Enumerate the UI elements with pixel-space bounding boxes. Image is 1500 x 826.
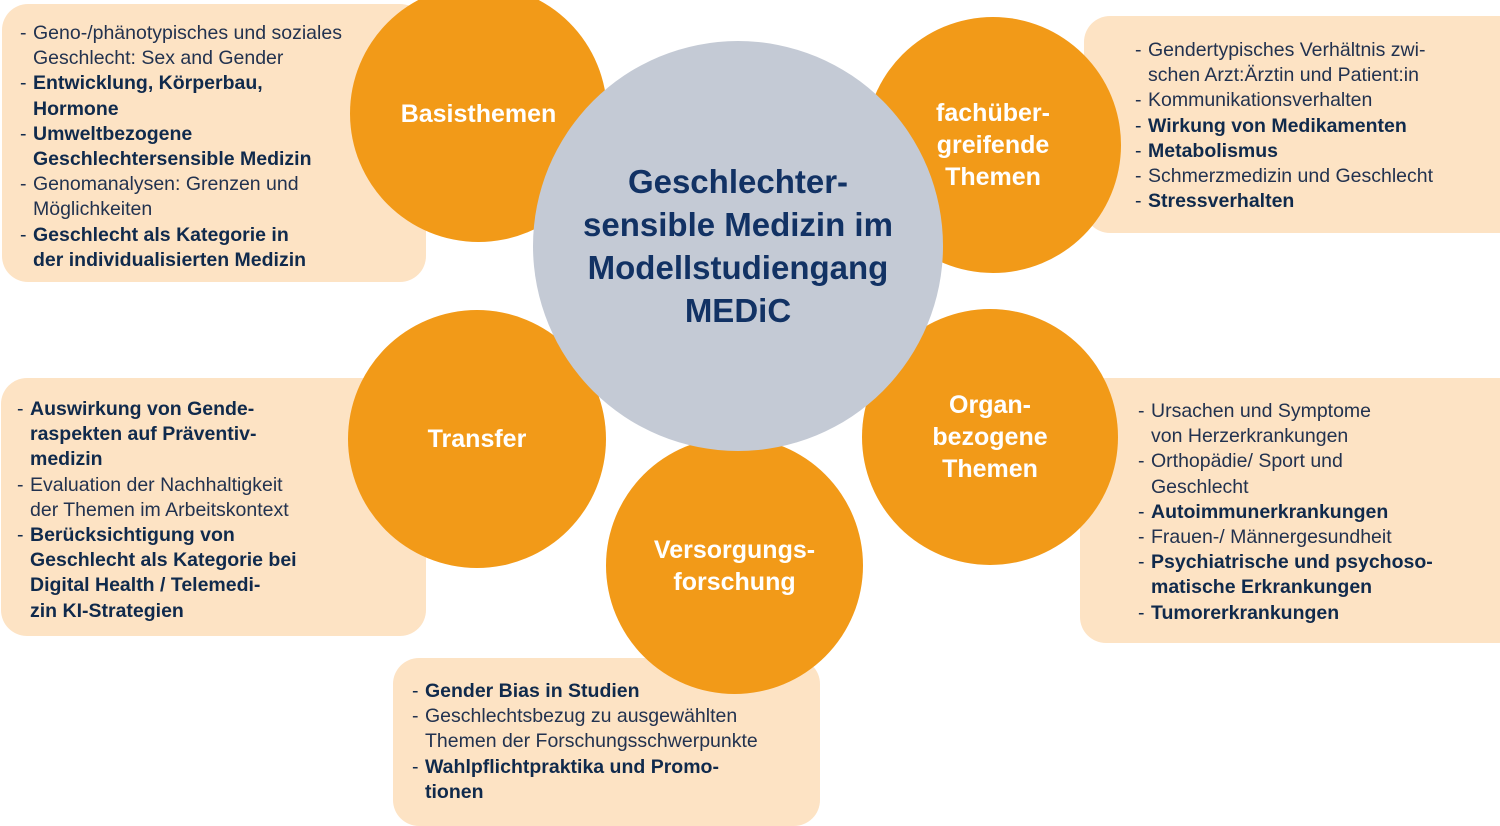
list-item-line: Berücksichtigung von <box>30 524 235 547</box>
list-item-line: Orthopädie/ Sport und <box>1151 450 1343 473</box>
list-item-line: Auswirkung von Gende- <box>30 398 255 420</box>
list-item: Tumorerkrankungen <box>1138 601 1433 626</box>
list-item: Psychiatrische und psychoso-matische Erk… <box>1138 550 1433 600</box>
node-organbezogen-label: Organ- bezogene Themen <box>932 391 1048 483</box>
list-item: Wirkung von Medikamenten <box>1135 114 1433 139</box>
list-item-line: Stressverhalten <box>1148 190 1295 213</box>
list-item-line: raspekten auf Präventiv- <box>30 423 257 446</box>
list-item: Kommunikationsverhalten <box>1135 88 1433 113</box>
list-item-line: der Themen im Arbeitskontext <box>30 498 289 521</box>
list-item-line: Gender Bias in Studien <box>425 680 640 702</box>
list-item-line: Geschlecht als Kategorie bei <box>30 549 297 572</box>
list-item-line: Autoimmunerkrankungen <box>1151 500 1389 523</box>
list-item: Gender Bias in Studien <box>412 679 758 704</box>
node-versorgung-label: Versorgungs- forschung <box>653 535 816 596</box>
list-item-line: Geschlecht: Sex and Gender <box>33 47 284 70</box>
list-item-line: Umweltbezogene <box>33 122 193 145</box>
list-item-line: Frauen-/ Männergesundheit <box>1151 526 1392 549</box>
list-item-line: Geschlechtersensible Medizin <box>33 148 312 171</box>
node-fachuebergreifend-label: fachüber- greifende Themen <box>936 99 1050 191</box>
list-item-line: matische Erkrankungen <box>1151 576 1373 599</box>
list-fachuebergreifend: Gendertypisches Verhältnis zwi-schen Arz… <box>1135 38 1433 215</box>
list-basisthemen: Geno-/phänotypisches und sozialesGeschle… <box>20 21 342 273</box>
node-basisthemen-label: Basisthemen <box>400 99 557 128</box>
list-item-line: Evaluation der Nachhaltigkeit <box>30 473 283 496</box>
list-item: Auswirkung von Gende-raspekten auf Präve… <box>17 397 297 473</box>
list-item-line: Geno-/phänotypisches und soziales <box>33 22 342 44</box>
list-item: Wahlpflichtpraktika und Promo-tionen <box>412 755 758 805</box>
list-item: Stressverhalten <box>1135 189 1433 214</box>
list-item-line: schen Arzt:Ärztin und Patient:in <box>1148 64 1419 87</box>
list-item: Frauen-/ Männergesundheit <box>1138 525 1433 550</box>
list-organbezogen: Ursachen und Symptome von Herzerkrankunge… <box>1138 399 1433 626</box>
list-item-line: medizin <box>30 448 103 471</box>
list-item: Ursachen und Symptome von Herzerkrankunge… <box>1138 399 1433 449</box>
list-item: Metabolismus <box>1135 139 1433 164</box>
list-item-line: Digital Health / Telemedi- <box>30 574 261 597</box>
list-item-line: Geschlechtsbezug zu ausgewählten <box>425 705 738 728</box>
list-item-line: Entwicklung, Körperbau, <box>33 72 263 95</box>
list-item: Gendertypisches Verhältnis zwi-schen Arz… <box>1135 38 1433 88</box>
list-item-line: zin KI-Strategien <box>30 599 184 622</box>
list-item: Schmerzmedizin und Geschlecht <box>1135 164 1433 189</box>
list-item-line: Wahlpflichtpraktika und Promo- <box>425 755 719 778</box>
list-item: Entwicklung, Körperbau,Hormone <box>20 71 342 121</box>
list-item-line: Geschlecht als Kategorie in <box>33 223 289 246</box>
panel-versorgung: Gender Bias in StudienGeschlechtsbezug z… <box>393 658 820 826</box>
list-item: Autoimmunerkrankungen <box>1138 500 1433 525</box>
list-item-line: Genomanalysen: Grenzen und <box>33 173 299 196</box>
list-versorgung: Gender Bias in StudienGeschlechtsbezug z… <box>412 679 758 805</box>
list-item-line: Schmerzmedizin und Geschlecht <box>1148 165 1434 188</box>
list-item-line: Metabolismus <box>1148 139 1279 162</box>
list-item-line: Möglichkeiten <box>33 198 153 221</box>
list-item-line: Geschlecht <box>1151 475 1249 498</box>
center-node: Geschlechter- sensible Medizin im Modell… <box>533 41 943 451</box>
list-item-line: Wirkung von Medikamenten <box>1148 114 1407 137</box>
center-title: Geschlechter- sensible Medizin im Modell… <box>583 163 893 329</box>
node-transfer-label: Transfer <box>427 425 527 453</box>
list-item-line: Gendertypisches Verhältnis zwi- <box>1148 39 1426 61</box>
list-item-line: Ursachen und Symptome <box>1151 400 1372 422</box>
panel-fachuebergreifend: Gendertypisches Verhältnis zwi-schen Arz… <box>1084 16 1500 233</box>
list-item-line: tionen <box>425 780 484 803</box>
list-transfer: Auswirkung von Gende-raspekten auf Präve… <box>17 397 297 624</box>
list-item-line: Hormone <box>33 97 119 120</box>
node-versorgung: Versorgungs- forschung <box>606 437 863 694</box>
list-item-line: Tumorerkrankungen <box>1151 601 1340 624</box>
list-item-line: der individualisierten Medizin <box>33 248 307 271</box>
panel-organbezogen: Ursachen und Symptome von Herzerkrankunge… <box>1080 378 1500 643</box>
list-item-line: Kommunikationsverhalten <box>1148 89 1373 112</box>
list-item-line: Themen der Forschungsschwerpunkte <box>425 730 758 753</box>
list-item: Geno-/phänotypisches und sozialesGeschle… <box>20 21 342 71</box>
list-item-line: Psychiatrische und psychoso- <box>1151 551 1433 574</box>
list-item-line: von Herzerkrankungen <box>1151 425 1349 448</box>
